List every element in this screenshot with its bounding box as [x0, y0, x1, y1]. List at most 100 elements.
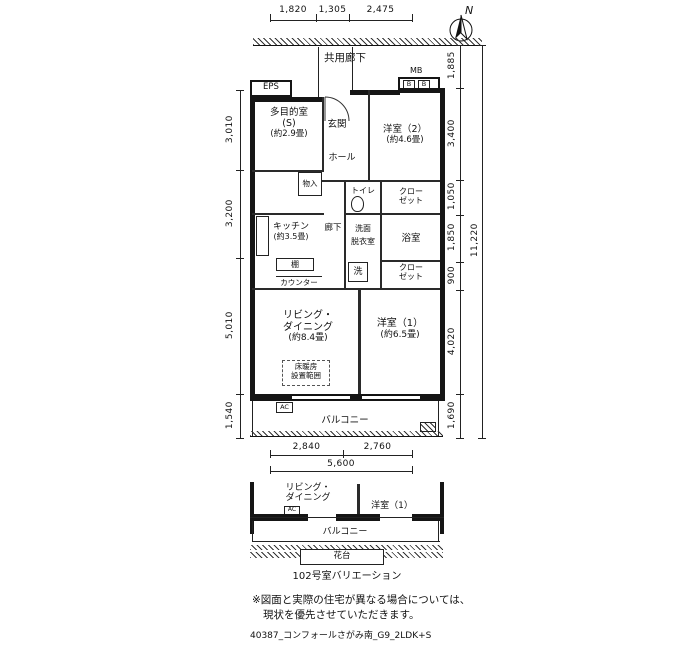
dim-tick — [236, 438, 244, 439]
floor-heating-box — [282, 360, 330, 386]
room-kitchen: キッチン (約3.5畳) — [262, 222, 320, 242]
closet-lower-line1: クロー — [399, 263, 423, 272]
dim-right-4: 1,850 — [446, 223, 457, 252]
mb-label: MB — [410, 66, 423, 75]
variation-wall-right — [440, 482, 444, 534]
partition — [344, 182, 346, 290]
dim-tick — [270, 466, 271, 474]
kitchen-counter — [256, 216, 269, 256]
dim-line-right — [460, 45, 461, 438]
room-living: リビング・ ダイニング (約8.4畳) — [258, 310, 358, 343]
note-line2: 現状を優先させていただきます。 — [263, 609, 420, 621]
wall-top-b — [350, 90, 400, 95]
dim-right-5: 900 — [446, 265, 457, 285]
dim-left-1: 3,010 — [224, 115, 235, 144]
entrance-side-line — [352, 47, 353, 90]
dim-tick — [270, 14, 271, 22]
partition — [252, 213, 324, 215]
dim-right-7: 1,690 — [446, 401, 457, 430]
monoire-label: 物入 — [302, 179, 318, 188]
dim-right-1: 1,885 — [446, 51, 457, 80]
variation-living-line2: ダイニング — [285, 493, 331, 504]
washer-label: 洗 — [353, 267, 363, 277]
shelf-box — [276, 258, 314, 271]
partition — [358, 290, 361, 394]
dim-right-2: 3,400 — [446, 119, 457, 148]
room-closet-lower: クロー ゼット — [384, 263, 438, 281]
dim-tick — [349, 14, 350, 22]
meter-box-2-label: B — [421, 80, 427, 88]
variation-balcony-label: バルコニー — [322, 527, 368, 537]
balcony-label: バルコニー — [321, 415, 369, 426]
room-genkan: 玄関 — [327, 119, 347, 130]
eps-label: EPS — [263, 82, 279, 92]
closet-upper-line1: クロー — [399, 187, 423, 196]
room-hall: ホール — [328, 153, 356, 163]
room-kitchen-size: (約3.5畳) — [273, 232, 309, 242]
closet-upper-line2: ゼット — [399, 196, 423, 206]
room-multipurpose-size: (約2.9畳) — [270, 128, 308, 139]
dim-bottom-1: 2,840 — [292, 442, 321, 452]
variation-balcony-side — [438, 521, 439, 541]
variation-living-line1: リビング・ — [285, 483, 331, 493]
dim-line-bottom-total — [270, 471, 412, 472]
partition — [322, 97, 324, 172]
dim-tick — [236, 394, 244, 395]
balcony-corner-box — [420, 422, 436, 432]
dim-tick — [236, 258, 244, 259]
dim-left-3: 5,010 — [224, 311, 235, 340]
dim-tick — [236, 90, 244, 91]
dim-tick — [456, 215, 464, 216]
corridor-hatch — [253, 38, 482, 46]
variation-wall-left — [250, 482, 254, 534]
dim-line-bottom — [270, 455, 412, 456]
closet-lower-line2: ゼット — [399, 272, 423, 282]
variation-living-label: リビング・ ダイニング — [280, 483, 336, 504]
partition — [322, 180, 370, 182]
dim-tick — [456, 290, 464, 291]
dim-left-2: 3,200 — [224, 199, 235, 228]
variation-ac-label: AC — [287, 506, 297, 513]
dim-tick — [456, 262, 464, 263]
dim-bottom-total: 5,600 — [327, 459, 355, 469]
room-living-line1: リビング・ — [283, 310, 333, 321]
variation-balcony-side — [252, 521, 253, 541]
partition — [344, 213, 382, 215]
room-rouka: 廊下 — [324, 223, 342, 233]
dim-tick — [478, 45, 486, 46]
dim-right-6: 4,020 — [446, 327, 457, 356]
dim-line-right-total — [482, 45, 483, 438]
dim-top-2: 1,305 — [318, 5, 347, 15]
dim-tick — [412, 466, 413, 474]
floor-heating-label: 床暖房 設置範囲 — [282, 362, 330, 380]
ac-box — [276, 402, 293, 413]
dim-tick — [343, 450, 344, 458]
footer-id: 40387_コンフォールさがみ南_G9_2LDK+S — [250, 631, 432, 641]
partition — [368, 180, 440, 182]
room-multipurpose-s: (S) — [282, 117, 296, 129]
counter-line — [276, 276, 322, 277]
partition — [368, 90, 370, 182]
balcony-side — [252, 401, 253, 437]
room-kitchen-name: キッチン — [272, 222, 309, 232]
note-line1: ※図面と実際の住宅が異なる場合については、 — [252, 594, 471, 606]
room-yoshitsu2-name: 洋室（2） — [382, 124, 428, 135]
room-yoshitsu2-size: (約4.6畳) — [386, 134, 424, 145]
wall-top-c — [400, 88, 445, 92]
partition — [380, 260, 440, 262]
room-living-size: (約8.4畳) — [288, 333, 328, 343]
room-bath: 浴室 — [401, 233, 421, 244]
dim-right-total: 11,220 — [469, 223, 480, 258]
dim-tick — [236, 170, 244, 171]
window — [362, 395, 420, 400]
dim-top-1: 1,820 — [279, 5, 307, 15]
variation-window-line — [250, 517, 444, 518]
ac-label: AC — [280, 403, 289, 411]
entrance-side-line — [318, 47, 319, 97]
dim-tick — [270, 450, 271, 458]
variation-yoshitsu1-label: 洋室（1） — [371, 501, 413, 511]
meter-box-1-label: B — [406, 80, 412, 88]
variation-divider — [357, 484, 360, 516]
dim-tick — [456, 88, 464, 89]
wall-top-a — [250, 97, 324, 102]
